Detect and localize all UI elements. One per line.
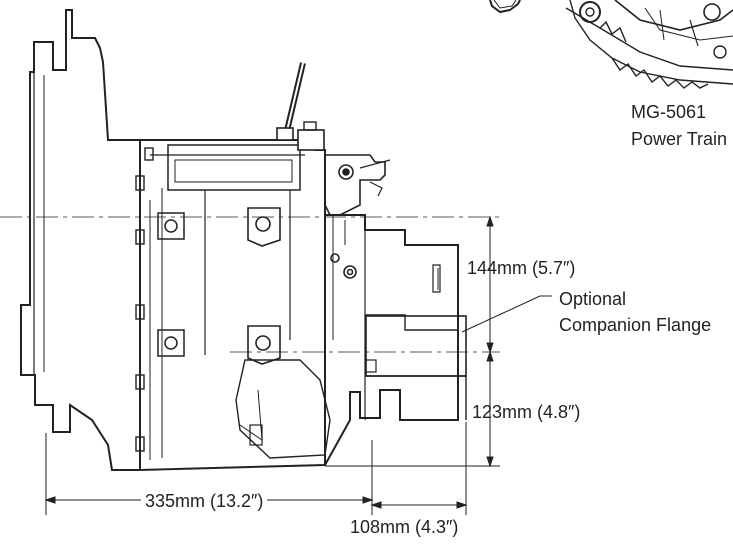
output-housing: [324, 214, 467, 466]
dimension-extension-length: 108mm (4.3″): [350, 517, 459, 537]
callout-line-2: Companion Flange: [559, 315, 712, 335]
power-train-inset: [489, 0, 733, 89]
dimension-main-length: 335mm (13.2″): [141, 491, 268, 511]
flange-bolts: [135, 147, 154, 452]
centerlines: [0, 216, 500, 353]
inset-model-label: MG-5061: [631, 102, 707, 122]
bell-housing: [20, 9, 141, 471]
dimension-lines: [44, 215, 552, 515]
dimension-lower-height: 123mm (4.8″): [472, 402, 581, 422]
shift-lever: [276, 62, 325, 151]
transmission-case: [139, 139, 331, 472]
gear-teeth: [565, 0, 733, 89]
dimension-upper-height: 144mm (5.7″): [467, 258, 576, 278]
inset-caption-label: Power Train: [631, 129, 728, 149]
control-valve: [324, 154, 391, 340]
callout-line-1: Optional: [559, 289, 627, 309]
